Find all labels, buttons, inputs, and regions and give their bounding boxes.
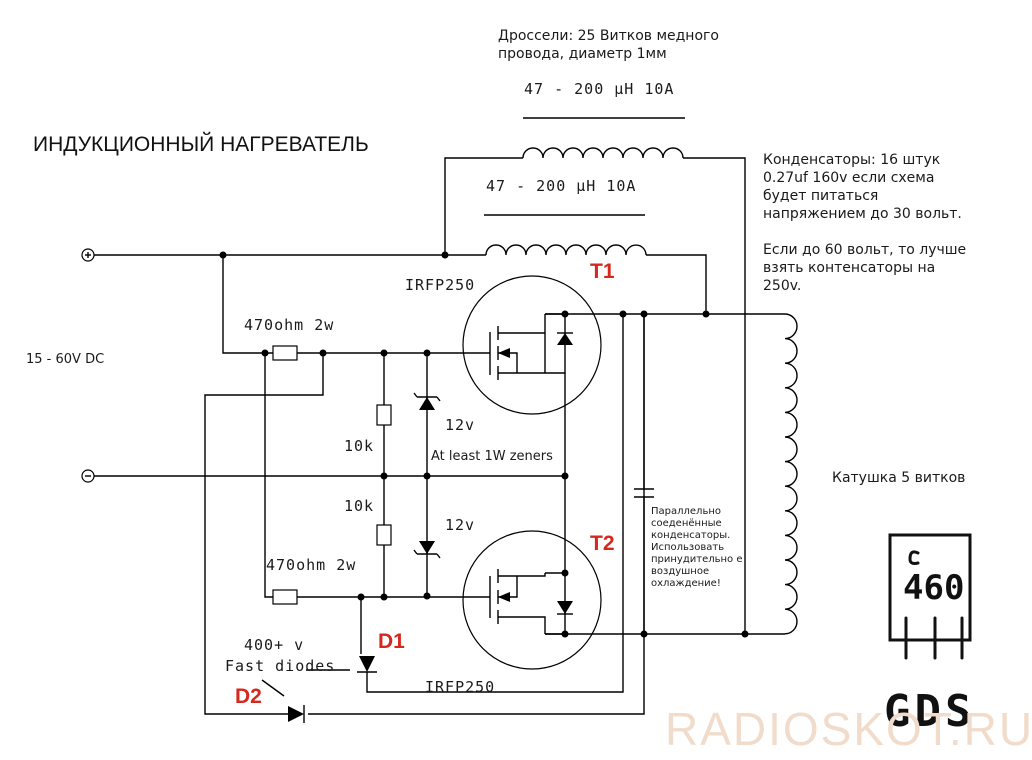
resistor-470-top: [272, 345, 298, 361]
junction-dots: [219, 251, 749, 638]
zener-bottom: [413, 541, 441, 559]
plus-terminal: [81, 248, 95, 262]
resistor-470-bottom-label: 470ohm 2w: [266, 556, 357, 574]
d2-label: D2: [235, 685, 262, 708]
minus-terminal: [81, 469, 95, 483]
t2-label: T2: [590, 532, 615, 555]
watermark: RADIOSKOT.RU: [665, 703, 1032, 755]
resistor-10k-bottom: [376, 524, 392, 546]
transistor-pinout-sketch: [888, 533, 972, 660]
transistor-t1: [462, 275, 602, 415]
resistor-470-bottom: [272, 589, 298, 605]
page-title: ИНДУКЦИОННЫЙ НАГРЕВАТЕЛЬ: [33, 133, 369, 156]
capacitors-note: Конденсаторы: 16 штук 0.27uf 160v если с…: [763, 152, 967, 294]
diodes-rating-label: 400+ v: [244, 636, 305, 654]
diodes-type-label: Fast diodes: [225, 657, 336, 675]
t1-model-label: IRFP250: [405, 276, 476, 294]
t2-model-label: IRFP250: [425, 678, 496, 696]
supply-voltage-label: 15 - 60V DC: [26, 352, 105, 367]
resistor-10k-top: [376, 404, 392, 426]
zener-top: [413, 392, 441, 410]
positive-rail: [94, 157, 645, 715]
resistor-10k-bottom-label: 10k: [344, 497, 375, 515]
capacitor-bank: [634, 314, 654, 634]
d1-label: D1: [378, 630, 405, 653]
coil-label: Катушка 5 витков: [832, 470, 966, 486]
pinout-marking: 460: [903, 568, 965, 608]
resistor-10k-top-label: 10k: [344, 437, 375, 455]
choke-top: [522, 147, 684, 159]
resistor-470-top-label: 470ohm 2w: [244, 316, 335, 334]
diode-d1: [357, 656, 377, 673]
work-coil: [784, 313, 798, 635]
chokes-note-line1: Дроссели: 25 Витков медного: [498, 28, 719, 44]
t1-label: T1: [590, 260, 615, 283]
pinout-pins: GDS: [884, 686, 976, 737]
chokes-note-line2: провода, диаметр 1мм: [498, 46, 667, 62]
choke-top-label: 47 - 200 µH 10A: [524, 80, 675, 98]
diode-d2: [288, 705, 305, 723]
choke-bottom: [485, 244, 647, 256]
zener-top-label: 12v: [445, 416, 476, 434]
zeners-note: At least 1W zeners: [431, 449, 553, 464]
parallel-caps-note: Параллельно соеденённые конденсаторы. Ис…: [651, 506, 743, 589]
choke-bottom-label: 47 - 200 µH 10A: [486, 177, 637, 195]
zener-bottom-label: 12v: [445, 516, 476, 534]
transistor-t2: [462, 530, 602, 670]
